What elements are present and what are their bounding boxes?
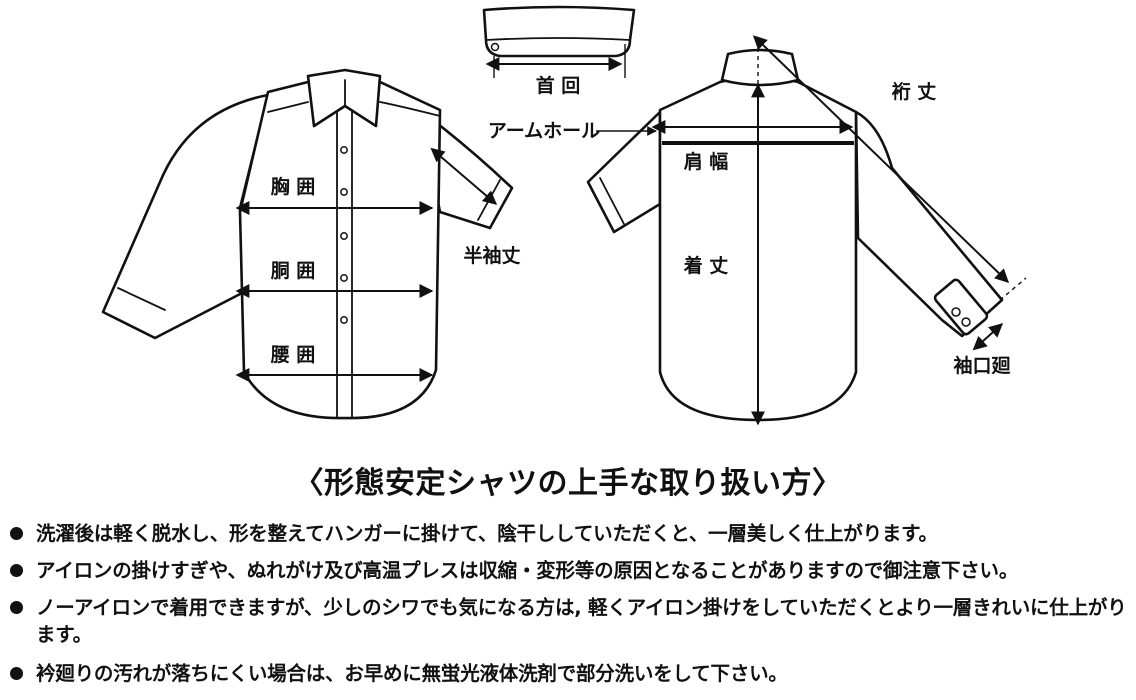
collar-band-figure (482, 5, 636, 78)
label-armhole: アームホール (488, 120, 600, 142)
label-cuff: 袖口廻 (953, 354, 1011, 377)
shirt-front-figure (101, 68, 514, 420)
label-shoulder: 肩 幅 (684, 150, 729, 173)
care-item: 洗濯後は軽く脱水し、形を整えてハンガーに掛けて、陰干ししていただくと、一層美しく… (8, 520, 1130, 547)
bullet-icon (10, 667, 23, 680)
care-instructions-title: 〈形態安定シャツの上手な取り扱い方〉 (293, 466, 843, 501)
label-neck: 首 回 (536, 74, 581, 97)
label-half-sleeve: 半袖丈 (463, 244, 520, 267)
label-yuki: 裄 丈 (891, 80, 937, 103)
care-instructions-list: 洗濯後は軽く脱水し、形を整えてハンガーに掛けて、陰干ししていただくと、一層美しく… (8, 520, 1130, 697)
bullet-icon (10, 527, 23, 540)
label-hip: 腰 囲 (270, 344, 316, 366)
care-item: アイロンの掛けすぎや、ぬれがけ及び高温プレスは収縮・変形等の原因となることがあり… (8, 557, 1130, 584)
label-waist: 胴 囲 (270, 260, 316, 282)
shirt-back-figure (586, 35, 1027, 426)
label-length: 着 丈 (684, 254, 729, 277)
care-item: ノーアイロンで着用できますが、少しのシワでも気になる方は, 軽くアイロン掛けをし… (8, 594, 1130, 648)
label-chest: 胸 囲 (271, 175, 316, 198)
yuki-measure-arrow (752, 35, 1010, 283)
cuff-measure-arrow (972, 323, 1004, 351)
bullet-icon (10, 601, 23, 614)
care-item: 衿廻りの汚れが落ちにくい場合は、お早めに無蛍光液体洗剤で部分洗いをして下さい。 (8, 660, 1130, 687)
bullet-icon (10, 564, 23, 577)
shirt-measurement-diagram: 首 回 胸 囲 胴 囲 腰 囲 半袖丈 (101, 5, 1027, 426)
half-sleeve-measure-arrow (430, 147, 498, 205)
